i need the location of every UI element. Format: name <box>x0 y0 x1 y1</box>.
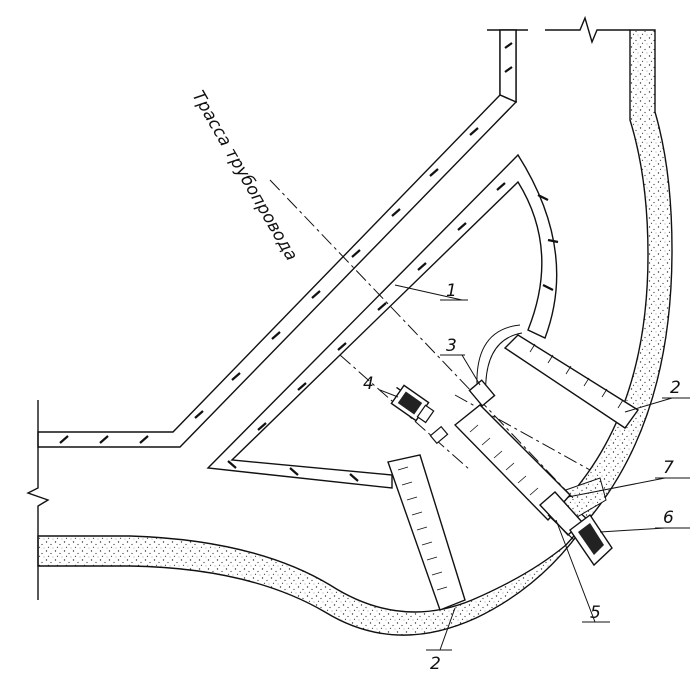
shaft-top-fill <box>499 29 517 104</box>
leader-5 <box>555 519 596 623</box>
leader-7 <box>567 477 666 498</box>
lining-right-leg <box>565 29 673 522</box>
inner-wedge-wall <box>206 153 558 489</box>
item-3-block <box>429 379 496 445</box>
hatched-walls <box>37 29 559 489</box>
segment-upper <box>503 334 640 429</box>
callout-5: 5 <box>590 603 601 623</box>
outer-diagonal-wall <box>37 94 518 448</box>
leader-3 <box>461 354 481 386</box>
hatch-strokes <box>59 42 559 482</box>
item-6-jack <box>569 513 613 567</box>
callout-6: 6 <box>663 508 674 528</box>
lining-bottom-arc <box>37 519 589 636</box>
leader-4 <box>379 389 399 398</box>
segment-upper-body <box>503 334 640 429</box>
callout-2-upper: 2 <box>670 378 681 398</box>
leader-lines <box>379 284 690 651</box>
callout-4: 4 <box>363 374 374 394</box>
break-mark-left <box>26 400 50 600</box>
callout-2-lower: 2 <box>430 654 441 674</box>
route-centerline <box>269 179 576 501</box>
leader-1 <box>394 284 463 301</box>
route-label: Трасса трубопровода <box>188 88 302 265</box>
leader-6 <box>599 527 666 533</box>
segment-middle-body <box>453 404 571 522</box>
segment-lower <box>387 454 466 611</box>
leader-2b <box>439 607 456 651</box>
segment-middle <box>453 404 571 522</box>
item-4-device <box>390 384 435 424</box>
break-mark-top <box>545 15 630 45</box>
break-marks <box>26 15 630 600</box>
callout-7: 7 <box>663 458 674 478</box>
callout-3: 3 <box>446 336 457 356</box>
leader-2a <box>624 397 673 413</box>
callout-1: 1 <box>446 281 457 301</box>
segment-lower-body <box>387 454 466 611</box>
